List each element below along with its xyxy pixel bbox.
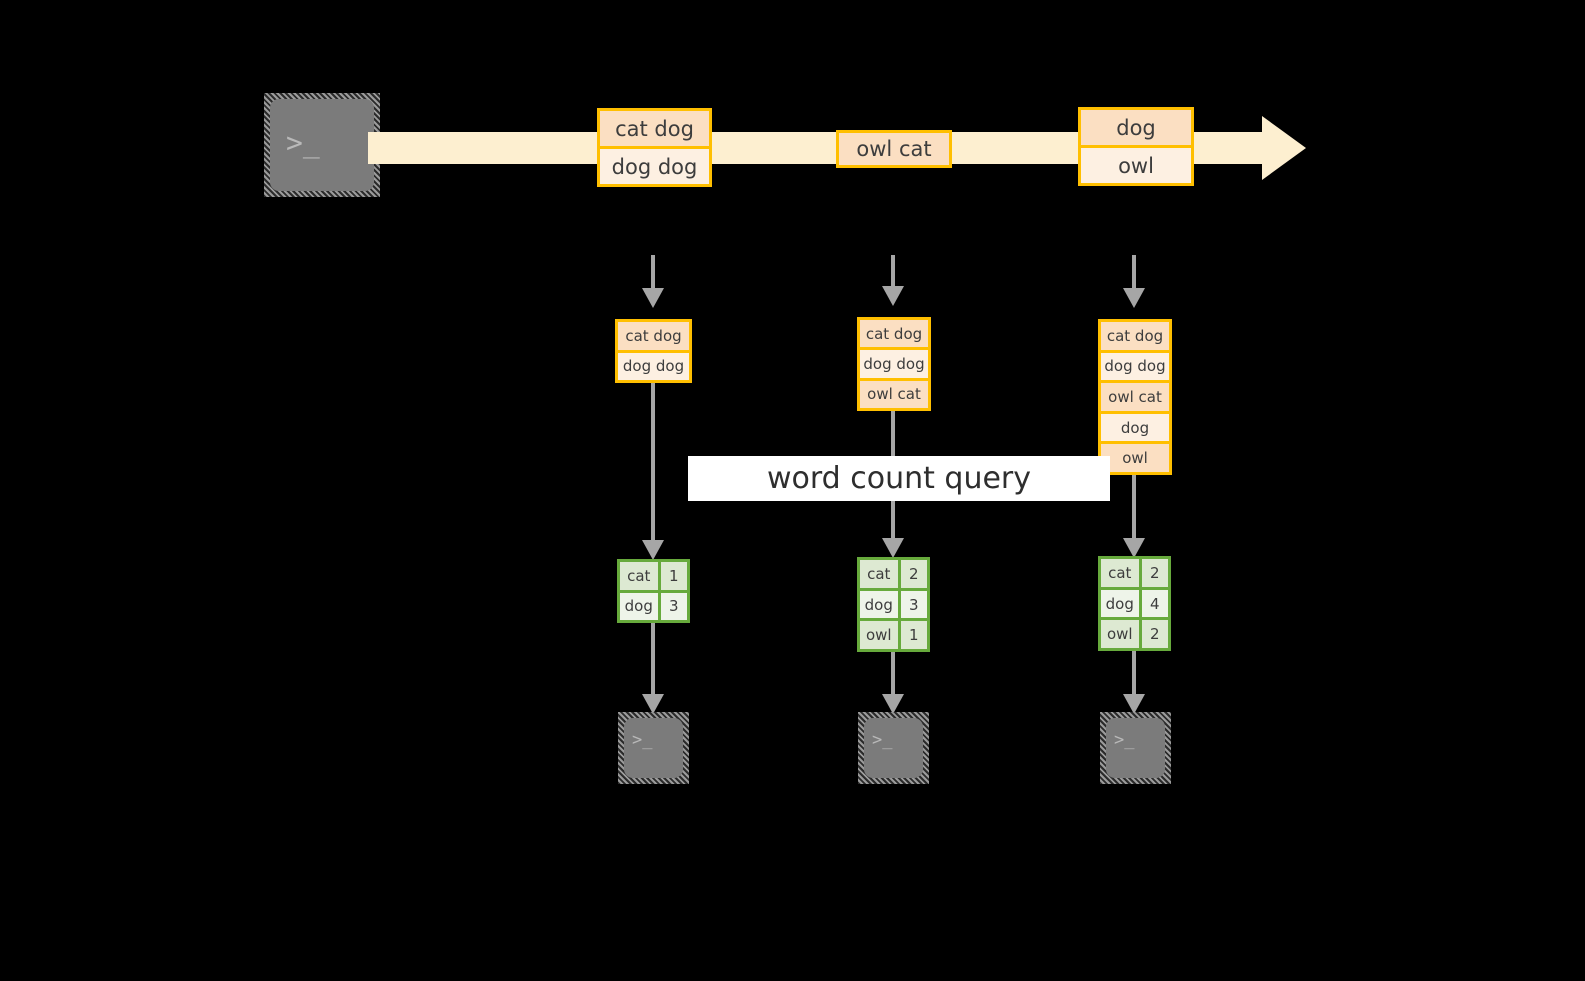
- input-row: cat dog: [618, 322, 689, 350]
- query-connector-arrowhead-2: [882, 538, 904, 558]
- stream-event-row: cat dog: [600, 111, 709, 146]
- sink-connector-arrowhead-2: [882, 694, 904, 714]
- sink-connector-arrowhead-1: [642, 694, 664, 714]
- input-row: owl cat: [860, 377, 928, 408]
- terminal-screen: >_: [1106, 718, 1165, 778]
- query-label: word count query: [688, 456, 1110, 501]
- tap-connector-arrowhead-3: [1123, 288, 1145, 308]
- terminal-prompt-glyph: >_: [632, 730, 653, 750]
- stream-arrow-head: [1262, 116, 1306, 180]
- query-connector-arrowhead-3: [1123, 538, 1145, 558]
- result-count: 1: [897, 621, 927, 650]
- result-count: 2: [1138, 620, 1168, 649]
- stream-event-box-3[interactable]: dog owl: [1078, 107, 1194, 186]
- result-count: 3: [897, 590, 927, 619]
- terminal-prompt-glyph: >_: [1114, 730, 1135, 750]
- terminal-screen: >_: [624, 718, 683, 778]
- snapshot-1-sink-terminal-icon[interactable]: >_: [618, 712, 689, 784]
- stream-event-row: dog: [1081, 110, 1191, 145]
- result-row: owl 2: [1101, 617, 1168, 649]
- sink-connector-arrowhead-3: [1123, 694, 1145, 714]
- stream-event-box-1[interactable]: cat dog dog dog: [597, 108, 712, 187]
- query-connector-3: [1132, 475, 1136, 541]
- snapshot-3-input-table[interactable]: cat dog dog dog owl cat dog owl: [1098, 319, 1172, 475]
- result-row: cat 2: [860, 560, 927, 588]
- input-row: dog dog: [860, 347, 928, 378]
- result-word: cat: [1108, 563, 1132, 582]
- input-row: owl: [1101, 441, 1169, 472]
- tap-connector-arrowhead-2: [882, 286, 904, 306]
- query-connector-1: [651, 383, 655, 543]
- result-row: cat 1: [620, 562, 687, 590]
- sink-connector-3: [1132, 651, 1136, 697]
- tap-connector-dash-1: [651, 255, 655, 291]
- result-word: owl: [865, 626, 892, 645]
- input-row: dog: [1101, 410, 1169, 442]
- sink-connector-2: [891, 652, 895, 697]
- result-row: dog 3: [620, 589, 687, 620]
- result-word: dog: [1105, 594, 1134, 613]
- result-word: owl: [1106, 625, 1133, 644]
- sink-connector-1: [651, 623, 655, 697]
- result-word: cat: [867, 564, 891, 583]
- query-connector-arrowhead-1: [642, 540, 664, 560]
- tap-connector-dash-2: [891, 255, 895, 289]
- input-row: dog dog: [1101, 349, 1169, 381]
- tap-connector-dash-3: [1132, 255, 1136, 291]
- result-row: cat 2: [1101, 559, 1168, 587]
- terminal-screen: >_: [270, 99, 374, 191]
- terminal-screen: >_: [864, 718, 923, 778]
- result-count: 3: [657, 592, 687, 620]
- result-count: 4: [1138, 589, 1168, 618]
- snapshot-2-sink-terminal-icon[interactable]: >_: [858, 712, 929, 784]
- input-row: owl cat: [1101, 380, 1169, 411]
- result-row: dog 3: [860, 587, 927, 619]
- snapshot-1-input-table[interactable]: cat dog dog dog: [615, 319, 692, 383]
- result-word: dog: [864, 595, 893, 614]
- result-word: cat: [627, 566, 651, 585]
- result-row: dog 4: [1101, 586, 1168, 618]
- result-row: owl 1: [860, 618, 927, 650]
- result-count: 2: [897, 560, 927, 588]
- snapshot-1-result-table[interactable]: cat 1 dog 3: [617, 559, 690, 623]
- terminal-prompt-glyph: >_: [872, 730, 893, 750]
- input-row: cat dog: [860, 320, 928, 348]
- terminal-prompt-glyph: >_: [286, 126, 320, 159]
- query-label-text: word count query: [766, 461, 1032, 496]
- tap-connector-arrowhead-1: [642, 288, 664, 308]
- input-row: dog dog: [618, 349, 689, 380]
- snapshot-2-result-table[interactable]: cat 2 dog 3 owl 1: [857, 557, 930, 652]
- result-count: 2: [1138, 559, 1168, 587]
- stream-event-box-2[interactable]: owl cat: [836, 130, 952, 168]
- snapshot-3-result-table[interactable]: cat 2 dog 4 owl 2: [1098, 556, 1171, 651]
- stream-event-row: owl: [1081, 145, 1191, 183]
- input-row: cat dog: [1101, 322, 1169, 350]
- snapshot-3-sink-terminal-icon[interactable]: >_: [1100, 712, 1171, 784]
- snapshot-2-input-table[interactable]: cat dog dog dog owl cat: [857, 317, 931, 411]
- result-count: 1: [657, 562, 687, 590]
- stream-event-row: dog dog: [600, 146, 709, 184]
- result-word: dog: [624, 597, 653, 616]
- stream-event-row: owl cat: [839, 133, 949, 165]
- source-terminal-icon[interactable]: >_: [264, 93, 380, 197]
